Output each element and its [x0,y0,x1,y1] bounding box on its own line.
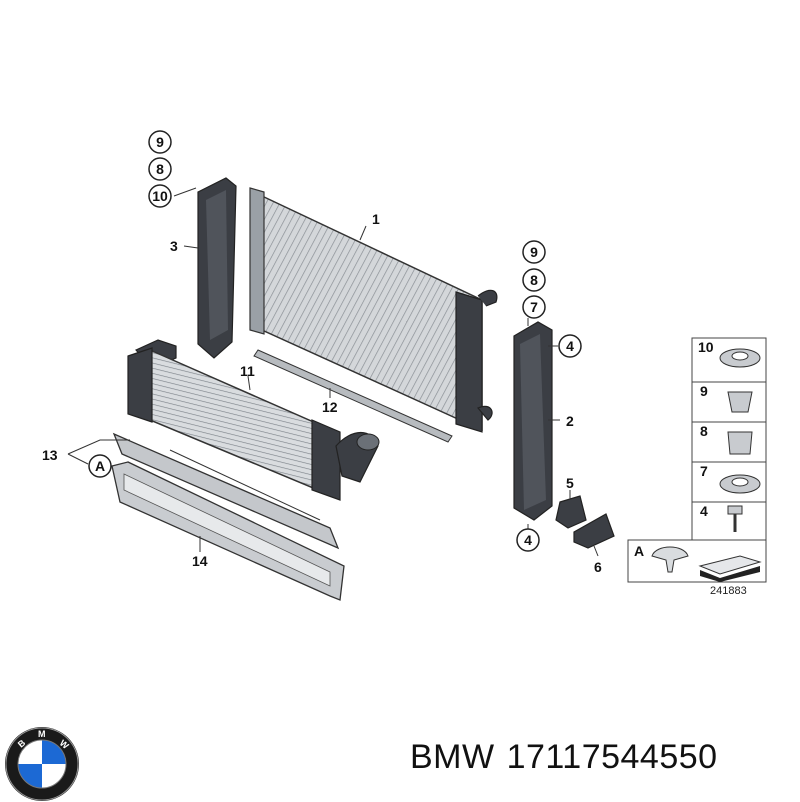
circled-label-4-top: 4 [566,338,574,354]
circled-label-9-right: 9 [530,244,538,260]
legend-label-7: 7 [700,463,708,479]
circled-misc [88,334,582,552]
footer: B M W BMW 17117544550 [0,700,800,801]
legend-label-8: 8 [700,423,708,439]
part-label-2: 2 [566,413,574,429]
svg-text:B: B [16,737,28,749]
left-air-duct [197,177,237,359]
legend-label-a: A [634,543,644,559]
radiator [249,187,498,433]
svg-text:M: M [38,729,46,739]
bracket-mount [573,513,615,549]
seal-strip [253,349,453,443]
circled-label-7-right: 7 [530,299,538,315]
circled-label-4-bottom: 4 [524,532,532,548]
right-circled-stack [522,240,546,319]
rubber-mount [555,495,587,529]
bottom-frame [111,461,345,601]
part-label-12: 12 [322,399,338,415]
part-label-11: 11 [240,363,255,379]
lower-bracket [112,432,340,550]
legend-label-10: 10 [698,339,714,355]
circled-label-8-right: 8 [530,272,538,288]
left-circled-stack [148,130,172,208]
legend-label-4: 4 [700,503,708,519]
fastener-legend [627,337,767,583]
leader-lines [67,187,599,557]
right-air-duct [513,321,553,521]
part-label-14: 14 [192,553,208,569]
circled-label-a: A [95,458,105,474]
part-label-6: 6 [594,559,602,575]
circled-label-8-left: 8 [156,161,164,177]
circled-label-9-left: 9 [156,134,164,150]
intercooler [127,339,380,501]
part-label-1: 1 [372,211,380,227]
product-title: BMW 17117544550 [410,738,730,777]
legend-label-9: 9 [700,383,708,399]
part-number: 17117544550 [506,738,718,776]
bmw-logo: B M W [5,727,79,801]
part-label-3: 3 [170,238,178,254]
part-label-5: 5 [566,475,574,491]
catalog-number: 241883 [710,585,747,597]
part-label-13: 13 [42,447,58,463]
circled-label-10-left: 10 [152,188,168,204]
brand-name: BMW [410,738,495,776]
